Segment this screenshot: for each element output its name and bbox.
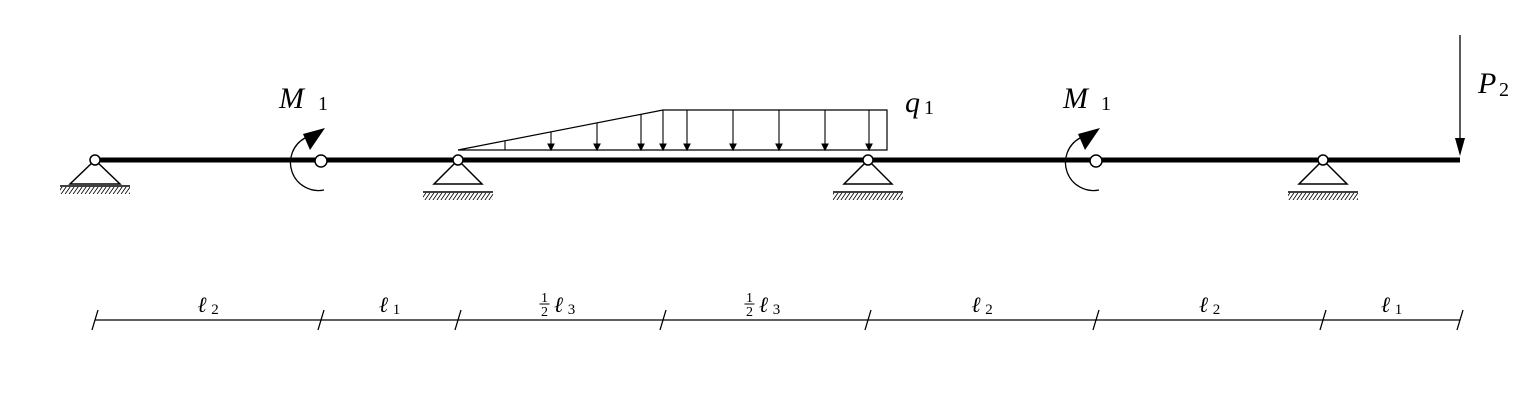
dimension-tick: [659, 309, 667, 331]
dimension-symbol: ℓ: [971, 292, 981, 317]
point-load: P 2: [1455, 35, 1509, 156]
dimension-subscript: 2: [985, 302, 993, 318]
moment-left-symbol: M: [278, 82, 306, 115]
dimension-symbol: ℓ: [554, 292, 564, 317]
dimension-subscript: 3: [773, 302, 781, 318]
hinge-left: [314, 154, 328, 168]
moment-left-subscript: 1: [318, 93, 328, 115]
distributed-load-symbol: q: [905, 86, 920, 119]
dimension-subscript: 2: [1213, 302, 1221, 318]
dimension-symbol: ℓ: [1381, 292, 1391, 317]
fraction-denominator: 2: [541, 305, 548, 320]
distributed-load: q 1: [457, 86, 934, 152]
dimension-tick: [317, 309, 325, 331]
dimension-subscript: 1: [393, 302, 401, 318]
moment-right-subscript: 1: [1101, 93, 1111, 115]
dimension-symbol: ℓ: [379, 292, 389, 317]
support-roller-1: [423, 154, 493, 200]
dimension-tick: [454, 309, 462, 331]
fraction-denominator: 2: [746, 305, 753, 320]
dimension-subscript: 3: [568, 302, 576, 318]
point-load-symbol: P: [1477, 67, 1496, 100]
point-load-subscript: 2: [1499, 79, 1509, 101]
support-roller-3: [1288, 154, 1358, 200]
distributed-load-subscript: 1: [924, 97, 934, 119]
dimension-tick: [1456, 309, 1464, 331]
support-roller-2: [833, 154, 903, 200]
hinge-right: [1089, 154, 1103, 168]
moment-right-symbol: M: [1062, 82, 1090, 115]
dimension-subscript: 1: [1395, 302, 1403, 318]
dimension-tick: [1319, 309, 1327, 331]
dimension-symbol: ℓ: [197, 292, 207, 317]
fraction-numerator: 1: [541, 291, 548, 306]
dimension-tick: [1092, 309, 1100, 331]
moment-left: M 1: [278, 82, 328, 192]
dimension-tick: [864, 309, 872, 331]
moment-right: M 1: [1062, 82, 1111, 192]
support-left-end: [60, 154, 130, 194]
dimension-tick: [91, 309, 99, 331]
dimension-subscript: 2: [211, 302, 219, 318]
fraction-numerator: 1: [746, 291, 753, 306]
load-arrows: [504, 110, 873, 152]
dimension-symbol: ℓ: [759, 292, 769, 317]
dimension-symbol: ℓ: [1199, 292, 1209, 317]
